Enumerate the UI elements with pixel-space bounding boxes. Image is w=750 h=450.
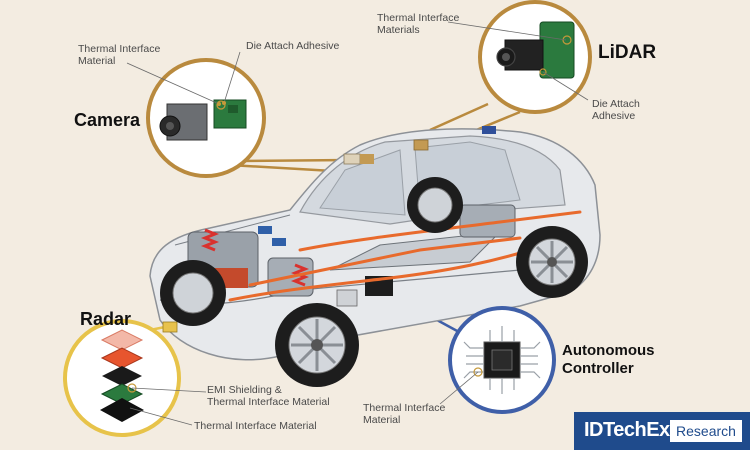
lidar-die-line1: Die Attach: [592, 98, 640, 110]
brand-tag: Research: [670, 420, 742, 442]
radar-tim-label: Thermal Interface Material: [194, 420, 317, 432]
camera-tim-line2: Material: [78, 55, 116, 67]
radar-emi-label: EMI Shielding & Thermal Interface Materi…: [207, 384, 330, 408]
radar-emi-line1: EMI Shielding &: [207, 384, 282, 396]
controller-title: Autonomous Controller: [562, 342, 654, 378]
lidar-die-attach-label: Die Attach Adhesive: [592, 98, 640, 122]
controller-title-line2: Controller: [562, 360, 634, 377]
lidar-tim-line2: Materials: [377, 24, 420, 36]
lidar-callout: [447, 0, 592, 114]
camera-callout: [126, 51, 266, 178]
wheels: [160, 177, 588, 387]
lidar-die-line2: Adhesive: [592, 110, 636, 122]
camera-title: Camera: [74, 110, 141, 130]
camera-pcb-icon: [213, 99, 247, 129]
radar-callout: [63, 319, 207, 437]
radar-title: Radar: [80, 309, 132, 329]
brand-banner: IDTechEx Research: [574, 412, 750, 450]
car-body: [149, 126, 601, 361]
camera-die-attach-label: Die Attach Adhesive: [246, 40, 340, 52]
camera-tim-line1: Thermal Interface: [78, 43, 161, 55]
radar-emi-line2: Thermal Interface Material: [207, 396, 330, 408]
lidar-tim-label: Thermal Interface Materials: [377, 12, 459, 36]
controller-tim-label: Thermal Interface Material: [363, 402, 445, 426]
controller-tim-line2: Material: [363, 414, 401, 426]
controller-callout: [439, 306, 556, 414]
controller-title-line1: Autonomous: [562, 342, 655, 359]
camera-tim-label: Thermal Interface Material: [78, 43, 160, 67]
lidar-tim-line1: Thermal Interface: [377, 12, 460, 24]
brand-name: IDTechEx: [584, 419, 670, 441]
controller-tim-line1: Thermal Interface: [363, 402, 446, 414]
lidar-title: LiDAR: [598, 42, 657, 63]
